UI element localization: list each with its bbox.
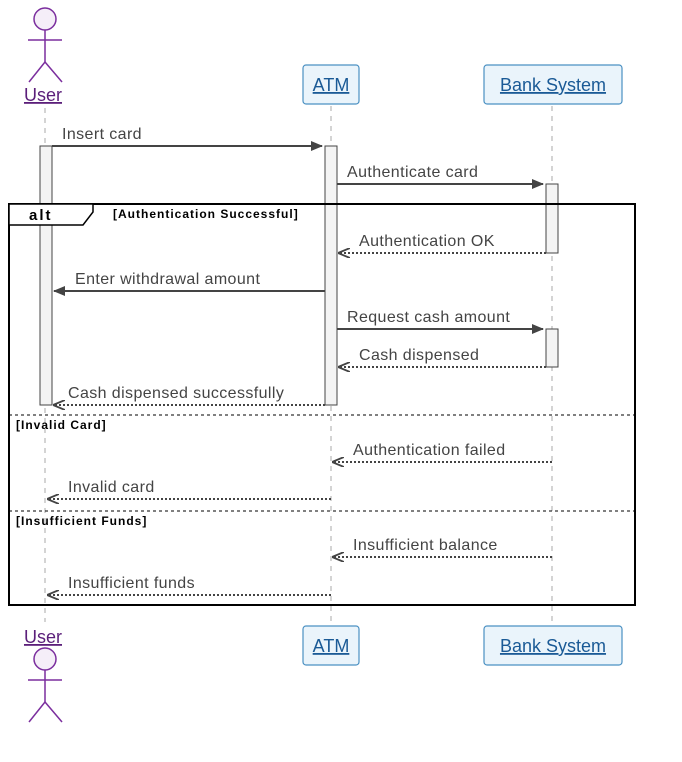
label-request-cash-amount: Request cash amount [347,309,510,326]
label-authentication-failed: Authentication failed [353,442,506,459]
atm-participant-bottom: ATM [302,625,360,666]
label-invalid-card: Invalid card [68,479,155,496]
user-actor-head-icon [33,7,57,31]
bank-activation-bar-auth [545,183,559,254]
label-insufficient-funds: Insufficient funds [68,575,195,592]
user-actor-label-top: User [24,85,62,105]
user-actor-head-icon-bottom [33,647,57,671]
label-authenticate-card: Authenticate card [347,164,478,181]
atm-label-top: ATM [313,75,350,95]
atm-participant-top: ATM [302,64,360,105]
alt-operator-tab [8,203,94,226]
guard-authentication-successful: [Authentication Successful] [113,207,299,221]
user-actor-top: User [24,7,63,105]
label-cash-dispensed-successfully: Cash dispensed successfully [68,385,284,402]
user-activation-bar [39,145,53,406]
atm-activation-bar [324,145,338,406]
user-actor-bottom: User [24,627,63,723]
atm-label-bottom: ATM [313,636,350,656]
label-enter-withdrawal-amount: Enter withdrawal amount [75,271,260,288]
label-insert-card: Insert card [62,126,142,143]
bank-participant-bottom: Bank System [483,625,623,666]
label-insufficient-balance: Insufficient balance [353,537,498,554]
bank-participant-top: Bank System [483,64,623,105]
alt-fragment-frame [8,203,636,606]
bank-label-top: Bank System [500,75,606,95]
label-cash-dispensed: Cash dispensed [359,347,479,364]
guard-insufficient-funds: [Insufficient Funds] [16,514,147,528]
alt-operator-label: alt [29,207,53,224]
bank-label-bottom: Bank System [500,636,606,656]
bank-activation-bar-cash [545,328,559,368]
user-actor-label-bottom: User [24,627,62,647]
label-authentication-ok: Authentication OK [359,233,495,250]
guard-invalid-card: [Invalid Card] [16,418,107,432]
